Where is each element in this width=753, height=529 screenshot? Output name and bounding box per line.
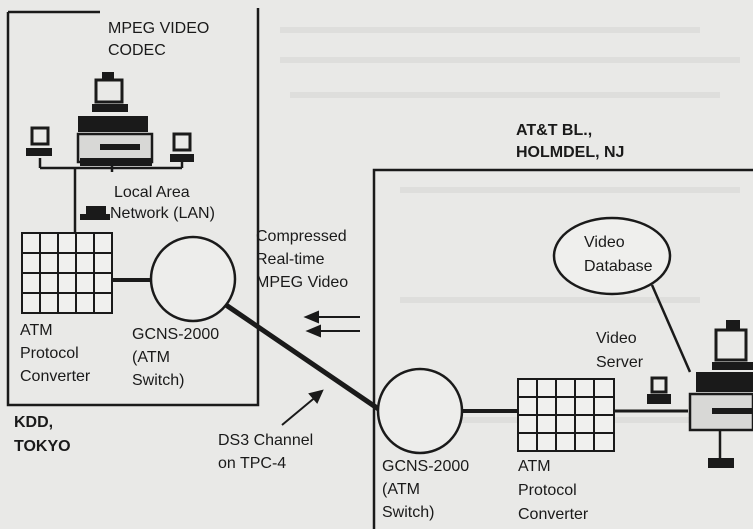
background-texture	[280, 27, 740, 423]
lan-label-line1: Local Area	[114, 184, 190, 201]
tokyo-switch-line3: Switch)	[132, 372, 185, 389]
flow-label-line2: Real-time	[256, 251, 325, 268]
video-server-line2: Server	[596, 354, 644, 371]
video-database-line2: Database	[584, 258, 653, 275]
nj-converter-line2: Protocol	[518, 482, 577, 499]
codec-label-line1: MPEG VIDEO	[108, 20, 210, 37]
video-database-line1: Video	[584, 234, 625, 251]
tokyo-switch-line2: (ATM	[132, 349, 170, 366]
nj-switch-line2: (ATM	[382, 481, 420, 498]
tokyo-converter-line3: Converter	[20, 368, 91, 385]
channel-label-line2: on TPC-4	[218, 455, 287, 472]
holmdel-site-name-line2: HOLMDEL, NJ	[516, 144, 625, 161]
tokyo-switch-line1: GCNS-2000	[132, 326, 220, 343]
flow-label-line3: MPEG Video	[256, 274, 349, 291]
nj-converter-line3: Converter	[518, 506, 589, 523]
video-server-icon	[688, 320, 753, 468]
channel-pointer-arrow	[281, 389, 324, 426]
terminal-icon	[80, 206, 110, 220]
flow-label-line1: Compressed	[256, 228, 347, 245]
tokyo-site-name-line2: TOKYO	[14, 438, 71, 455]
tokyo-converter-line1: ATM	[20, 322, 53, 339]
nj-pc-icon	[647, 376, 671, 404]
nj-converter-line1: ATM	[518, 458, 551, 475]
channel-label-line1: DS3 Channel	[218, 432, 314, 449]
pc-left-icon	[26, 126, 52, 156]
lan-label-line2: Network (LAN)	[110, 205, 215, 222]
nj-converter-grid	[517, 378, 615, 452]
tokyo-switch-circle	[149, 235, 237, 323]
codec-label-line2: CODEC	[108, 42, 166, 59]
ds3-trunk	[224, 302, 382, 413]
database-server-link	[650, 284, 692, 373]
nj-switch-line3: Switch)	[382, 504, 435, 521]
codec-workstation-icon	[76, 72, 154, 166]
pc-right-icon	[170, 132, 194, 162]
nj-switch-line1: GCNS-2000	[382, 458, 470, 475]
flow-arrows	[303, 310, 360, 338]
nj-switch-circle	[376, 367, 464, 455]
holmdel-site-name-line1: AT&T BL.,	[516, 122, 593, 139]
tokyo-converter-grid	[21, 232, 113, 314]
tokyo-site-name-line1: KDD,	[14, 414, 54, 431]
tokyo-converter-line2: Protocol	[20, 345, 79, 362]
video-server-line1: Video	[596, 330, 637, 347]
